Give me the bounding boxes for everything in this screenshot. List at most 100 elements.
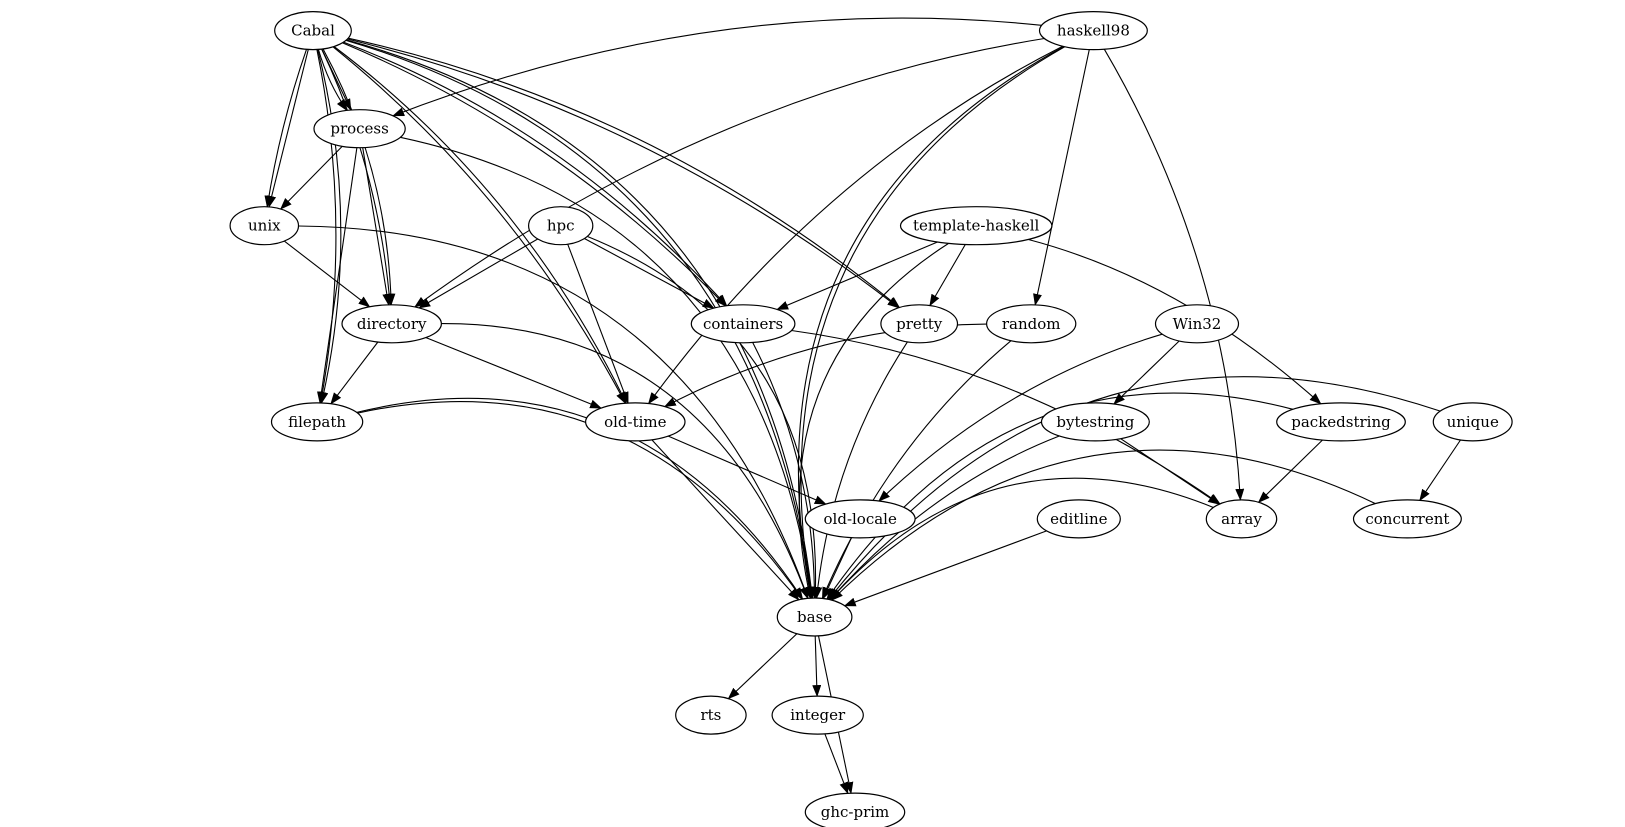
node-label: old-time bbox=[604, 413, 667, 431]
node-shape bbox=[1040, 402, 1150, 442]
node-unix: unix bbox=[229, 206, 300, 246]
edge-filepath-to-base bbox=[356, 397, 804, 600]
edge-template-haskell-to-pretty bbox=[929, 244, 966, 307]
edge-haskell98-to-base bbox=[800, 46, 1066, 600]
edge-win32-to-bytestring bbox=[1113, 340, 1180, 405]
edge-concurrent-to-base bbox=[831, 449, 1376, 601]
edge-unix-to-directory bbox=[283, 240, 371, 308]
edge-cabal-to-containers bbox=[342, 42, 727, 307]
edge-packedstring-to-array bbox=[1257, 439, 1323, 503]
node-shape bbox=[341, 304, 443, 344]
node-concurrent: concurrent bbox=[1352, 499, 1462, 539]
node-shape bbox=[1038, 11, 1148, 51]
edge-editline-to-base bbox=[843, 530, 1047, 607]
node-array: array bbox=[1205, 499, 1278, 539]
edge-win32-to-old-locale bbox=[878, 333, 1163, 502]
node-rts: rts bbox=[675, 695, 747, 735]
node-random: random bbox=[985, 304, 1077, 344]
node-label: concurrent bbox=[1365, 510, 1449, 528]
edge-cabal-to-base bbox=[346, 39, 816, 599]
edge-cabal-to-unix bbox=[267, 49, 309, 208]
edge-directory-to-old-time bbox=[425, 337, 603, 409]
edge-cabal-to-old-time bbox=[332, 46, 626, 405]
edge-process-to-unix bbox=[279, 145, 343, 210]
node-label: process bbox=[330, 120, 388, 138]
node-label: Win32 bbox=[1173, 315, 1222, 333]
node-label: old-locale bbox=[824, 510, 897, 528]
node-label: containers bbox=[703, 315, 783, 333]
node-shape bbox=[584, 402, 686, 442]
node-shape bbox=[804, 792, 906, 827]
node-label: base bbox=[797, 608, 832, 626]
edge-bytestring-to-array bbox=[1120, 438, 1221, 505]
node-label: pretty bbox=[896, 315, 943, 333]
node-old-time: old-time bbox=[584, 402, 686, 442]
edge-cabal-to-filepath bbox=[316, 49, 337, 404]
edge-cabal-to-base bbox=[345, 39, 816, 600]
edge-unique-to-concurrent bbox=[1419, 439, 1461, 502]
node-label: unix bbox=[248, 217, 281, 235]
edge-cabal-to-containers bbox=[343, 41, 728, 307]
node-filepath: filepath bbox=[270, 402, 364, 442]
node-shape bbox=[274, 11, 352, 51]
node-shape bbox=[1036, 499, 1121, 539]
node-label: filepath bbox=[288, 413, 346, 431]
edge-old-time-to-base bbox=[651, 439, 800, 601]
node-shape bbox=[880, 304, 959, 344]
edge-base-to-integer bbox=[812, 635, 822, 698]
node-shape bbox=[270, 402, 364, 442]
node-label: integer bbox=[790, 706, 846, 724]
node-label: template-haskell bbox=[913, 217, 1040, 235]
node-shape bbox=[899, 206, 1053, 246]
edge-haskell98-to-directory bbox=[413, 37, 1045, 308]
node-editline: editline bbox=[1036, 499, 1121, 539]
edge-process-to-filepath bbox=[317, 147, 358, 404]
node-unique: unique bbox=[1432, 402, 1513, 442]
node-shape bbox=[776, 597, 853, 637]
node-hpc: hpc bbox=[528, 206, 594, 246]
edge-template-haskell-to-containers bbox=[776, 241, 938, 311]
edge-containers-to-base bbox=[752, 342, 819, 599]
edge-base-to-rts bbox=[727, 633, 798, 700]
edge-hpc-to-containers bbox=[584, 238, 715, 309]
edge-process-to-directory bbox=[362, 147, 392, 306]
edge-cabal-to-pretty bbox=[347, 38, 900, 309]
node-ghc-prim: ghc-prim bbox=[804, 792, 906, 827]
edge-array-to-base bbox=[829, 477, 1214, 601]
edge-template-haskell-to-packedstring bbox=[1028, 238, 1322, 405]
edge-pretty-to-base bbox=[813, 341, 908, 599]
edge-random-to-base bbox=[821, 340, 1012, 600]
edge-unix-to-base bbox=[298, 225, 809, 600]
node-bytestring: bytestring bbox=[1040, 402, 1150, 442]
node-label: Cabal bbox=[291, 22, 335, 40]
edge-containers-to-array bbox=[791, 329, 1221, 505]
edge-hpc-to-directory bbox=[418, 238, 538, 309]
edge-old-time-to-old-locale bbox=[668, 435, 827, 505]
node-shape bbox=[1205, 499, 1278, 539]
node-haskell98: haskell98 bbox=[1038, 11, 1148, 51]
node-old-locale: old-locale bbox=[804, 499, 916, 539]
edge-cabal-to-filepath bbox=[317, 49, 342, 404]
node-shape bbox=[675, 695, 747, 735]
node-label: ghc-prim bbox=[821, 803, 890, 821]
node-directory: directory bbox=[341, 304, 443, 344]
node-shape bbox=[1432, 402, 1513, 442]
node-shape bbox=[528, 206, 594, 246]
edge-old-locale-to-base bbox=[822, 537, 852, 600]
node-label: unique bbox=[1447, 413, 1499, 431]
node-integer: integer bbox=[771, 695, 864, 735]
nodes-layer: Cabal haskell98 process unix hpc template-has… bbox=[229, 11, 1513, 827]
edge-filepath-to-base bbox=[357, 401, 803, 600]
node-label: hpc bbox=[547, 217, 575, 235]
edge-haskell98-to-array bbox=[1103, 48, 1245, 501]
edge-cabal-to-old-time bbox=[333, 46, 627, 405]
edge-cabal-to-unix bbox=[264, 49, 308, 208]
node-shape bbox=[1154, 304, 1240, 344]
edge-integer-to-ghc-prim bbox=[824, 733, 849, 795]
node-win32: Win32 bbox=[1154, 304, 1240, 344]
edge-bytestring-to-base bbox=[829, 435, 1060, 601]
edge-hpc-to-old-time bbox=[567, 244, 629, 405]
node-base: base bbox=[776, 597, 853, 637]
node-shape bbox=[1276, 402, 1406, 442]
